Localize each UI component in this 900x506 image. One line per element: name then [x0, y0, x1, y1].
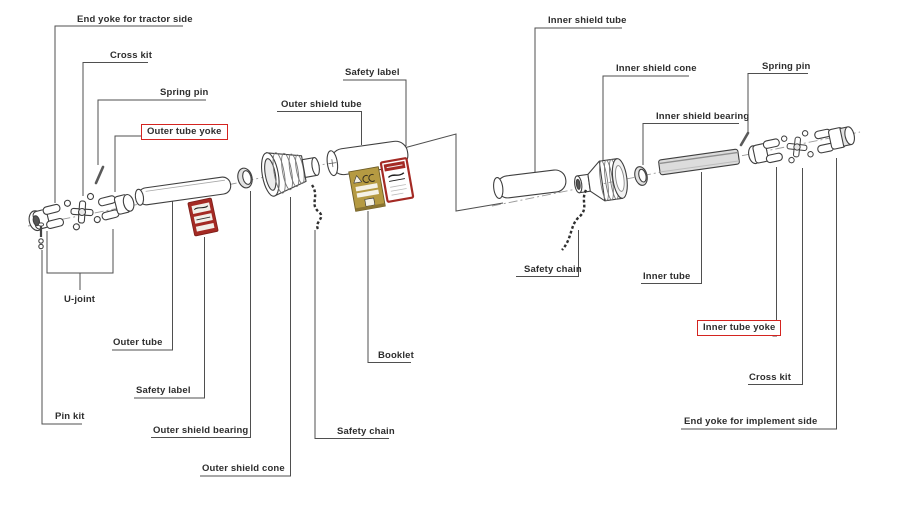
safety-label-sticker-centre: [379, 157, 415, 203]
end-yoke-implement-part: [814, 126, 855, 154]
end-yoke-tractor-part: [28, 203, 65, 232]
leader-cross-kit-left: [82, 62, 148, 196]
spring-pin-left-part: [94, 165, 105, 185]
leader-inner-tube-yoke: [772, 167, 777, 337]
leader-booklet: [367, 211, 411, 363]
label-safety-label-top: Safety label: [345, 67, 400, 78]
outer-tube-part: [134, 176, 232, 206]
label-cross-kit-right: Cross kit: [749, 372, 792, 383]
leader-inner-shield-bearing: [642, 123, 739, 165]
inner-shield-bearing-part: [634, 166, 648, 186]
label-spring-pin-right: Spring pin: [762, 61, 811, 72]
leader-inner-shield-cone: [602, 75, 689, 161]
label-cross-kit-left: Cross kit: [110, 50, 153, 61]
label-safety-chain-left: Safety chain: [337, 426, 395, 437]
label-inner-tube-yoke-highlighted: Inner tube yoke: [697, 320, 782, 336]
label-inner-shield-cone: Inner shield cone: [616, 63, 697, 74]
label-outer-shield-bearing: Outer shield bearing: [153, 425, 249, 436]
label-outer-shield-cone: Outer shield cone: [202, 463, 285, 474]
leader-outer-tube: [112, 194, 173, 351]
leader-outer-tube-yoke: [114, 135, 141, 192]
label-outer-tube-yoke-highlighted: Outer tube yoke: [141, 124, 228, 140]
inner-shield-cone-part: [574, 158, 628, 202]
leader-end-yoke-implement: [681, 158, 837, 430]
leader-u-joint-bracket: [46, 229, 114, 290]
pin-kit-part: [37, 222, 45, 250]
cross-kit-right-part: [780, 130, 814, 164]
inner-tube-yoke-part: [748, 138, 783, 165]
leader-lines: [41, 25, 837, 477]
centerlines: [27, 131, 861, 227]
leader-inner-tube: [641, 172, 702, 284]
leader-safety-chain-right: [516, 230, 579, 277]
leader-safety-chain-left: [314, 230, 389, 439]
leader-safety-label-bottom: [134, 237, 205, 399]
inner-shield-tube-part: [493, 169, 567, 200]
label-inner-shield-tube: Inner shield tube: [548, 15, 627, 26]
safety-chain-left-part: [310, 184, 323, 230]
label-end-yoke-tractor-side: End yoke for tractor side: [77, 14, 193, 25]
leader-spring-pin-left: [97, 99, 206, 165]
label-booklet: Booklet: [378, 350, 414, 361]
label-inner-shield-bearing: Inner shield bearing: [656, 111, 750, 122]
cross-kit-left-part: [63, 192, 101, 231]
leader-end-yoke-tractor: [54, 25, 183, 203]
label-outer-tube: Outer tube: [113, 337, 163, 348]
outer-shield-cone-part: [260, 152, 320, 197]
outer-shield-bearing-part: [237, 167, 253, 189]
leader-outer-shield-tube: [277, 111, 362, 145]
leader-spring-pin-right: [747, 73, 808, 133]
leader-outer-shield-cone: [200, 197, 291, 477]
label-spring-pin-left: Spring pin: [160, 87, 209, 98]
label-u-joint: U-joint: [64, 294, 96, 305]
safety-chain-right-part: [561, 189, 588, 251]
label-inner-tube: Inner tube: [643, 271, 691, 282]
leader-inner-shield-tube: [534, 27, 622, 182]
label-end-yoke-implement-side: End yoke for implement side: [684, 416, 818, 427]
outer-tube-yoke-part: [98, 193, 135, 221]
label-safety-label-bottom: Safety label: [136, 385, 191, 396]
leader-pin-kit: [41, 250, 82, 425]
inner-tube-part: [658, 148, 740, 176]
label-pin-kit: Pin kit: [55, 411, 85, 422]
booklet-part: [348, 166, 386, 212]
spring-pin-right-part: [739, 131, 750, 147]
label-safety-chain-right: Safety chain: [524, 264, 582, 275]
label-outer-shield-tube: Outer shield tube: [281, 99, 362, 110]
leader-cross-kit-right: [748, 168, 803, 385]
half-shaft-connector: [403, 133, 504, 212]
leader-outer-shield-bearing: [151, 191, 251, 438]
leader-safety-label-top: [343, 79, 407, 146]
safety-label-sticker-left: [187, 197, 219, 237]
